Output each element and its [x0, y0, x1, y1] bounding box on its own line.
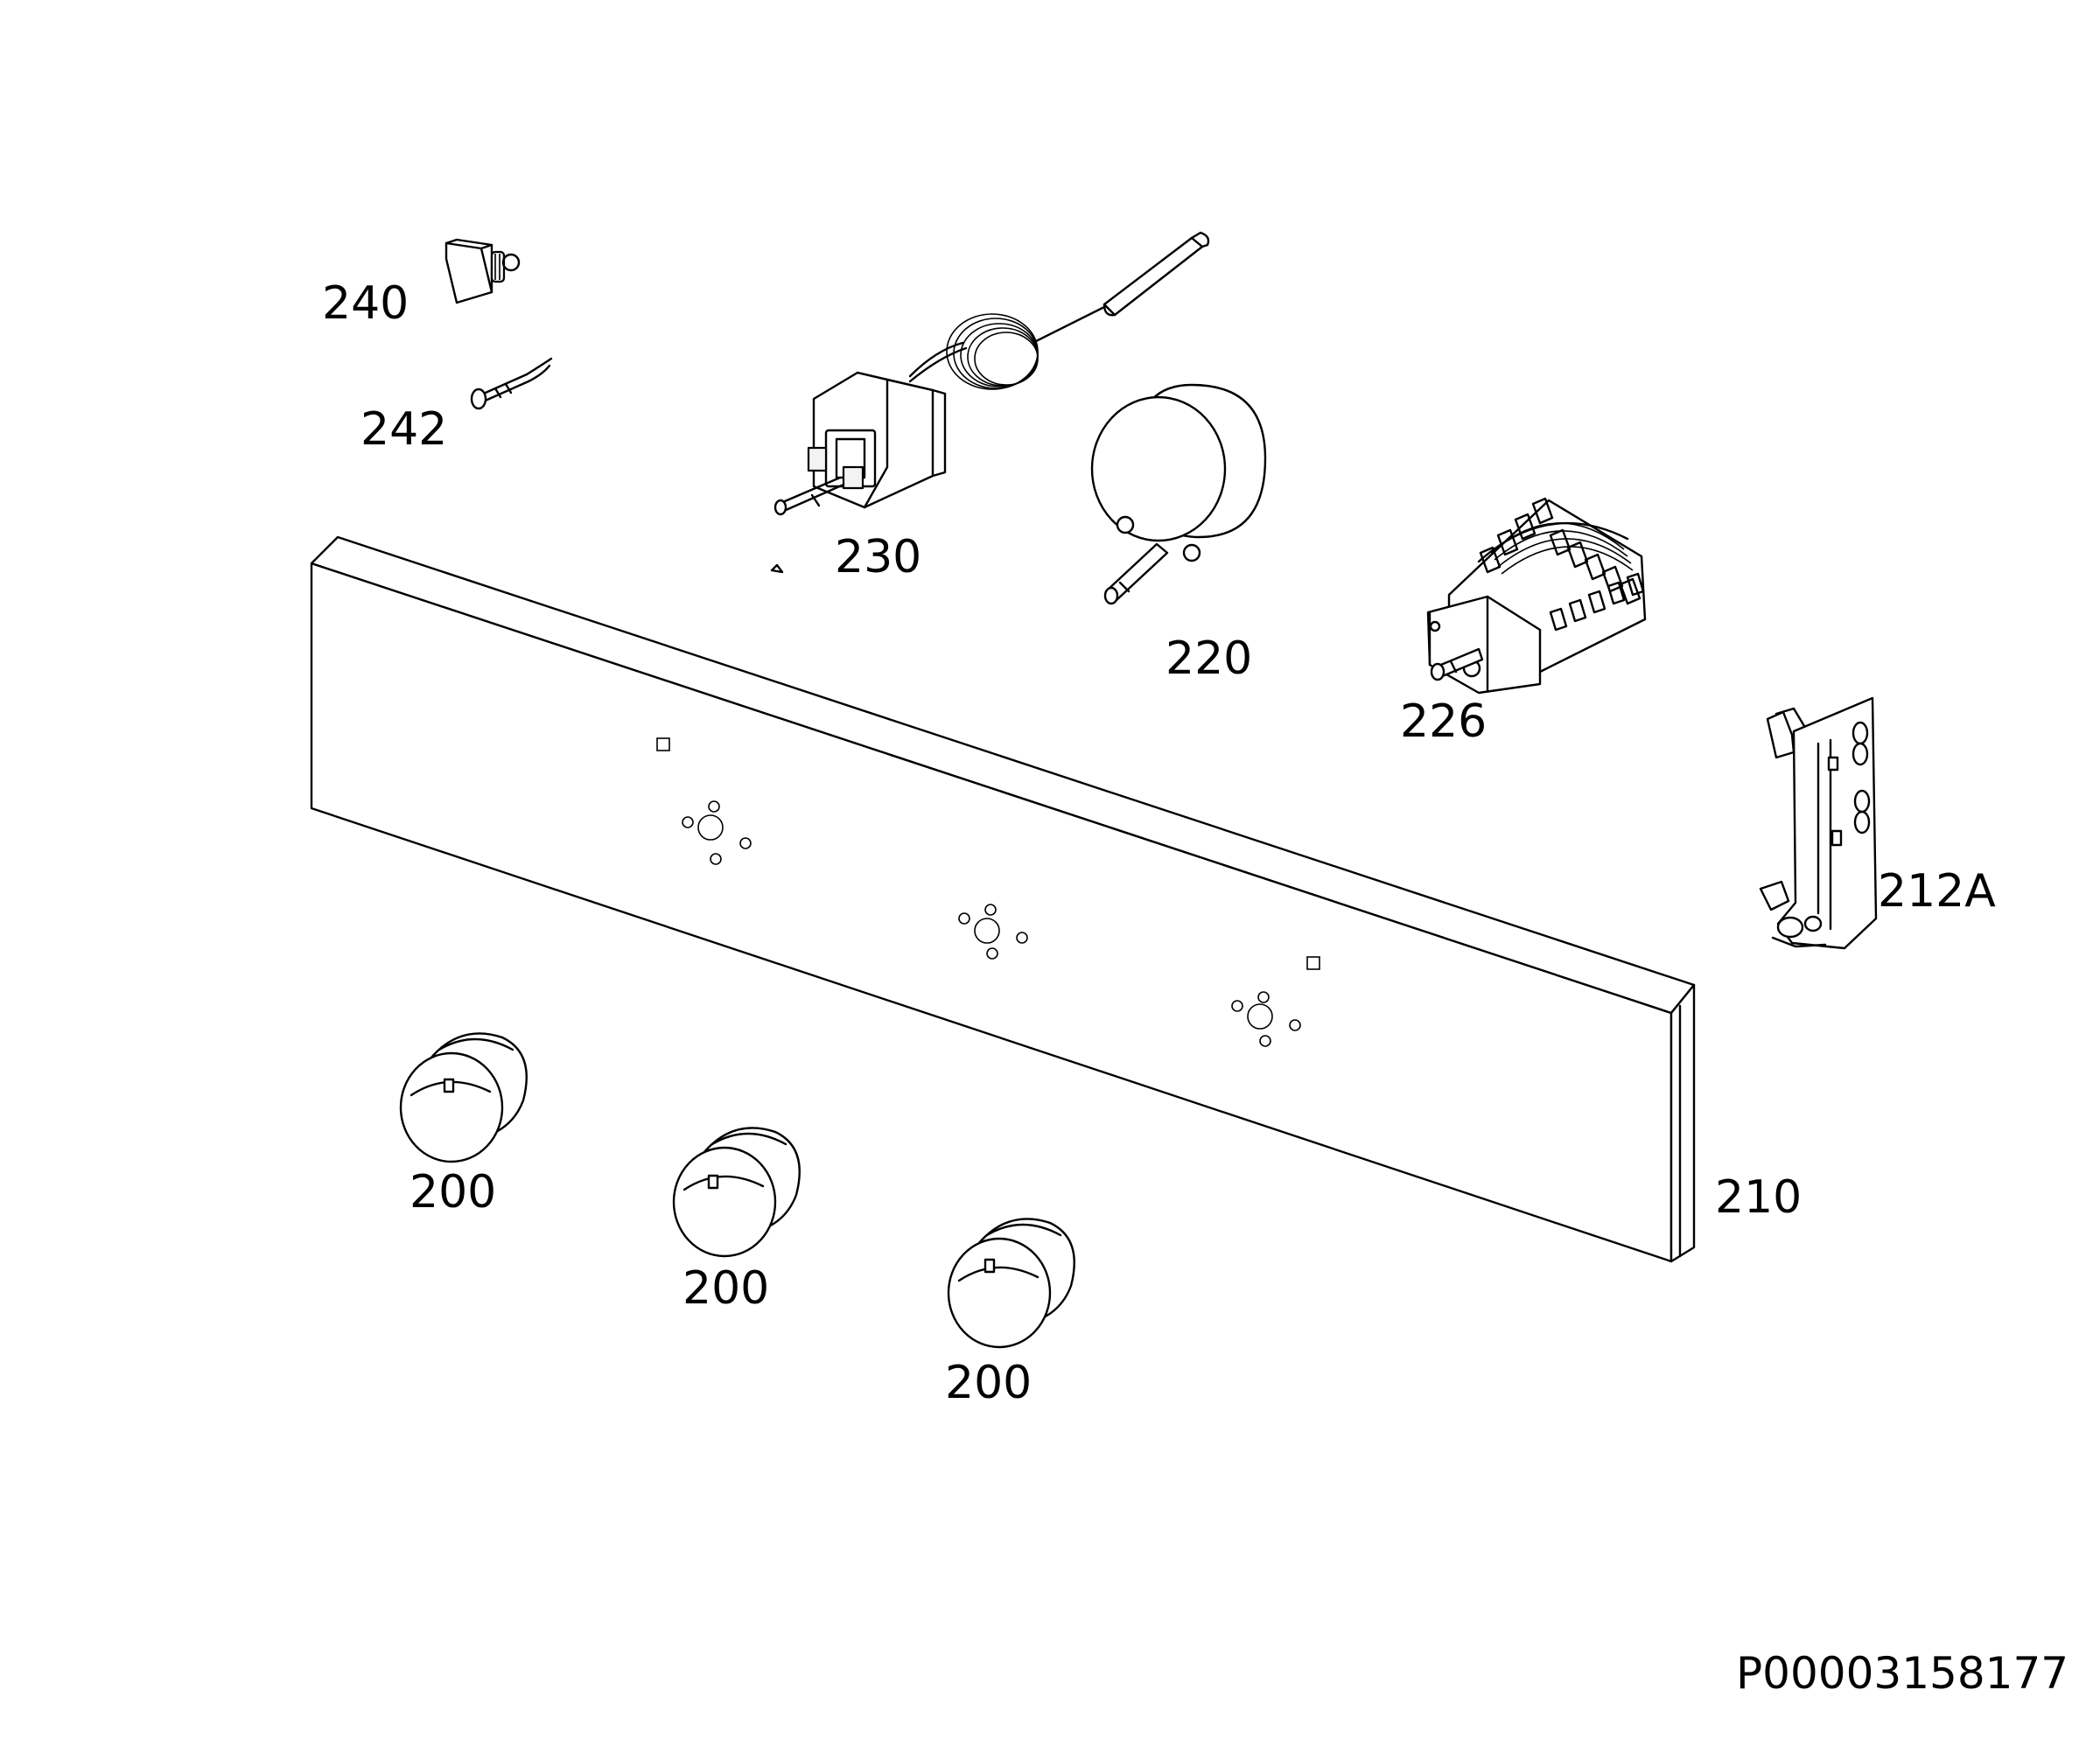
part-200-knob-3	[947, 1218, 1075, 1349]
label-212a: 212A	[1878, 865, 1996, 918]
part-230-thermostat	[774, 231, 1210, 516]
label-226: 226	[1400, 695, 1487, 748]
panel-holes-1	[656, 737, 752, 865]
label-230: 230	[835, 531, 921, 583]
part-226-selector-switch	[1426, 497, 1647, 695]
arrow-marker	[770, 563, 784, 574]
label-200-1: 200	[410, 1166, 496, 1219]
label-240: 240	[322, 277, 409, 330]
part-242-pin	[470, 357, 553, 410]
label-200-3: 200	[945, 1357, 1032, 1409]
panel-holes-3	[1231, 956, 1320, 1047]
part-240-lamp	[444, 238, 521, 304]
label-242: 242	[360, 403, 447, 456]
part-200-knob-1	[399, 1032, 528, 1163]
part-210-control-panel	[310, 535, 1696, 1263]
capillary-coil	[946, 313, 1039, 390]
part-200-knob-2	[672, 1127, 801, 1258]
label-220: 220	[1166, 632, 1252, 685]
document-number: P00003158177	[1736, 1648, 2068, 1699]
label-210: 210	[1715, 1171, 1802, 1224]
panel-holes-2	[958, 904, 1028, 960]
part-220-regulator	[1090, 383, 1267, 605]
label-200-2: 200	[682, 1262, 769, 1315]
part-212a-bracket	[1759, 696, 1878, 950]
